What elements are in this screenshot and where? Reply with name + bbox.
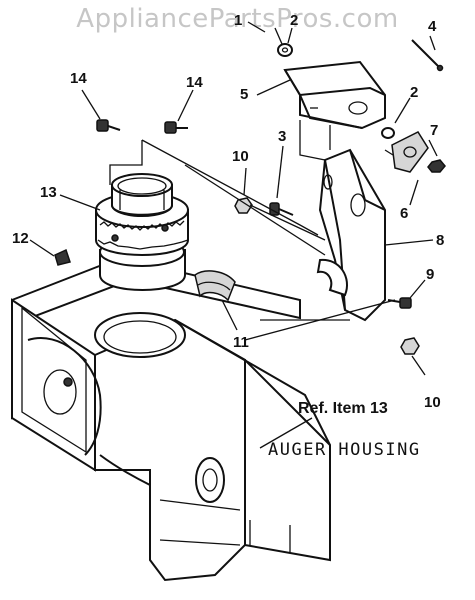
callout-5: 5: [240, 86, 249, 103]
callout-8: 8: [436, 232, 445, 249]
leader-lines: [29, 21, 438, 449]
callout-14-left: 14: [70, 70, 87, 87]
callout-2-top: 2: [290, 12, 299, 29]
callout-13: 13: [40, 184, 57, 201]
callout-7: 7: [430, 122, 439, 139]
assembly-lines: [109, 120, 396, 341]
support-bracket-5: [283, 60, 386, 130]
callout-11: 11: [233, 334, 249, 351]
callout-6: 6: [400, 205, 409, 222]
callout-14-right: 14: [186, 74, 203, 91]
bracket-8: [316, 148, 386, 322]
callout-2-right: 2: [410, 84, 419, 101]
auger-housing: [11, 256, 331, 582]
reference-label: Ref. Item 13: [298, 400, 388, 417]
plate-6: [391, 131, 429, 173]
callout-9: 9: [426, 266, 435, 283]
callout-3: 3: [278, 128, 287, 145]
callout-10-bottom: 10: [424, 394, 441, 411]
chute-ring-13: [95, 173, 189, 291]
hardware: [54, 39, 446, 355]
auger-housing-label: AUGER HOUSING: [268, 440, 421, 460]
callout-12: 12: [12, 230, 29, 247]
watermark-logo: AppliancePartsPros.com: [76, 4, 399, 34]
callout-1: 1: [234, 12, 243, 29]
callout-4: 4: [428, 18, 437, 35]
callout-10-left: 10: [232, 148, 249, 165]
spacer-11: [194, 270, 236, 302]
